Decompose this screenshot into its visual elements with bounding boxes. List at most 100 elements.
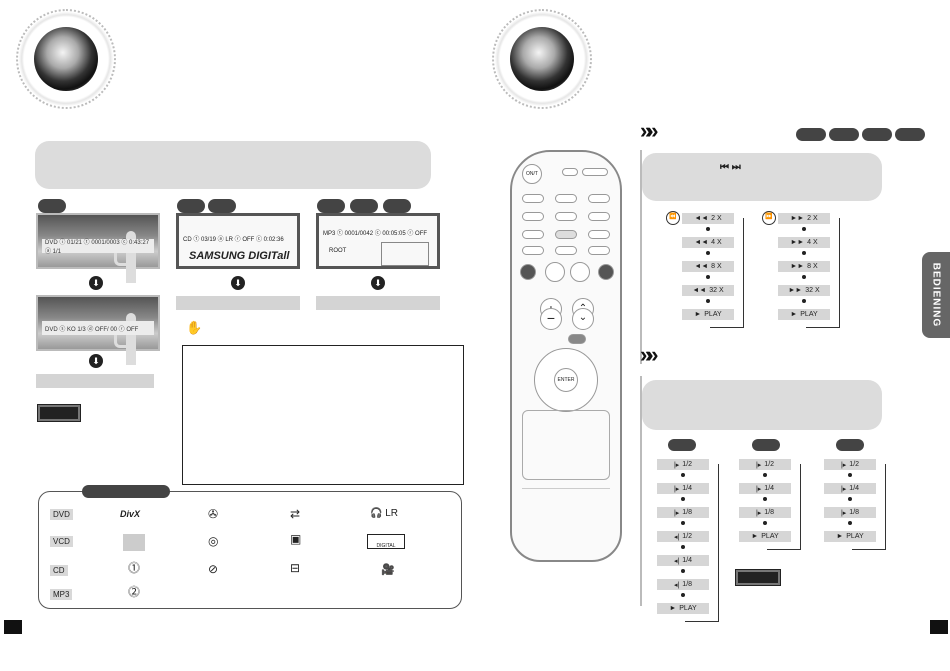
- legend-tag-mp3: MP3: [50, 589, 73, 600]
- play-icon: ►: [836, 533, 844, 540]
- rewind-speed-icon: ◄◄: [694, 263, 709, 270]
- slow1-step-label: 1/4: [682, 485, 693, 492]
- slow2-loop-line: [767, 464, 801, 550]
- remote-btn-row2-a[interactable]: [522, 212, 544, 221]
- slow3-speed-icon: |▸: [840, 509, 847, 517]
- slow1-speed-icon: |▸: [673, 461, 680, 469]
- stop-button[interactable]: [545, 262, 565, 282]
- forward-step: ►►2 X: [778, 213, 830, 224]
- remote-btn-row3-b[interactable]: [555, 230, 577, 239]
- rewind-step-label: 8 X: [711, 263, 722, 270]
- mp3-osd: MP3 ⓣ 0001/0042 ⓒ 00:05:05 ⓡ OFF: [323, 231, 428, 237]
- rewind-button[interactable]: [520, 264, 536, 280]
- slow3-step: |▸1/4: [824, 483, 876, 494]
- sequence-arrow-icon: [681, 545, 685, 549]
- slow1-step: |▸1/8: [657, 507, 709, 518]
- speaker-graphic-left: [12, 5, 120, 113]
- rewind-loop-line: [710, 218, 744, 328]
- remote-btn-row4-a[interactable]: [522, 246, 544, 255]
- remote-btn-row4-c[interactable]: [588, 246, 610, 255]
- repeat-icon: ⇄: [290, 507, 301, 521]
- slow2-speed-icon: |▸: [755, 485, 762, 493]
- down-arrow-icon: ⬇: [89, 276, 103, 290]
- subtitle-icon: ▣: [290, 532, 302, 546]
- mp3-file-list: [381, 242, 429, 266]
- sequence-arrow-icon: [681, 569, 685, 573]
- forward-step-label: PLAY: [800, 311, 818, 318]
- slow2-step-label: PLAY: [761, 533, 779, 540]
- note-box: [182, 345, 464, 485]
- title-lock-icon: ⓵: [128, 561, 141, 575]
- remote-btn-row4-b[interactable]: [555, 246, 577, 255]
- sequence-arrow-icon: [706, 251, 710, 255]
- enter-button[interactable]: ENTER: [554, 368, 578, 392]
- dvd-receiver-button[interactable]: [582, 168, 608, 176]
- vcd-badge: [177, 199, 205, 213]
- forward-loop-line: [806, 218, 840, 328]
- slow1-step-label: PLAY: [679, 605, 697, 612]
- slow2-step: ►PLAY: [739, 531, 791, 542]
- rewind-step: ◄◄4 X: [682, 237, 734, 248]
- remote-btn-row3-a[interactable]: [522, 230, 544, 239]
- remote-btn-row1-c[interactable]: [588, 194, 610, 203]
- slow2-step: |▸1/2: [739, 459, 791, 470]
- remote-btn-row2-c[interactable]: [588, 212, 610, 221]
- forward-speed-icon: ►►: [790, 239, 805, 246]
- dvd-osd-1: DVD ⓘ 01/21 ⓣ 0001/0003 ⓒ 0:43:27 ⓐ 1/1: [42, 239, 154, 255]
- forward-step-label: 2 X: [807, 215, 818, 222]
- remote-btn-row1-a[interactable]: [522, 194, 544, 203]
- tv-button[interactable]: [562, 168, 578, 176]
- page-number-left: [4, 620, 22, 634]
- sequence-arrow-icon: [848, 473, 852, 477]
- step-button[interactable]: [568, 334, 586, 344]
- volume-down-button[interactable]: −: [540, 308, 562, 330]
- slow1-step: ◂|1/2: [657, 531, 709, 542]
- power-label: ON/T: [526, 171, 538, 177]
- sequence-arrow-icon: [802, 251, 806, 255]
- speaker-graphic-right: [488, 5, 596, 113]
- slow1-speed-icon: |▸: [673, 485, 680, 493]
- slow1-step-label: 1/2: [682, 533, 693, 540]
- sequence-arrow-icon: [681, 473, 685, 477]
- sequence-arrow-icon: [848, 521, 852, 525]
- remote-grille: [522, 488, 610, 548]
- rewind-step: ◄◄8 X: [682, 261, 734, 272]
- cd-badge: [208, 199, 236, 213]
- rewind-speed-icon: ◄◄: [692, 287, 707, 294]
- forward-button[interactable]: [598, 264, 614, 280]
- rewind-speed-icon: ◄◄: [694, 239, 709, 246]
- forward-step-label: 8 X: [807, 263, 818, 270]
- slow1-speed-icon: ◂|: [673, 557, 680, 565]
- slow2-step: |▸1/8: [739, 507, 791, 518]
- forward-step: ►PLAY: [778, 309, 830, 320]
- remote-btn-row2-b[interactable]: [555, 212, 577, 221]
- tuning-down-button[interactable]: ⌄: [572, 308, 594, 330]
- forward-speed-icon: ►►: [790, 215, 805, 222]
- remote-btn-row1-b[interactable]: [555, 194, 577, 203]
- rewind-step: ►PLAY: [682, 309, 734, 320]
- play-pause-button[interactable]: [570, 262, 590, 282]
- page-number-right: [930, 620, 948, 634]
- digital-label: DIGITAL: [376, 543, 396, 549]
- forward-step: ►►8 X: [778, 261, 830, 272]
- slow-badge-3: [836, 439, 864, 451]
- forward-step: ►►32 X: [778, 285, 830, 296]
- sequence-arrow-icon: [763, 497, 767, 501]
- legend-tag-vcd: VCD: [50, 536, 73, 547]
- slow1-step: |▸1/4: [657, 483, 709, 494]
- display-icon: ⊟: [290, 561, 301, 575]
- search-section-line: [640, 150, 642, 364]
- slow1-step: ◂|1/4: [657, 555, 709, 566]
- rewind-icon: ⏪: [666, 211, 680, 225]
- power-button[interactable]: ON/T: [522, 164, 542, 184]
- rewind-step: ◄◄2 X: [682, 213, 734, 224]
- remote-btn-row3-c[interactable]: [588, 230, 610, 239]
- mp3-badge-2: [350, 199, 378, 213]
- slow3-speed-icon: |▸: [840, 461, 847, 469]
- mp3-screen: MP3 ⓣ 0001/0042 ⓒ 00:05:05 ⓡ OFF ROOT: [316, 213, 440, 269]
- disc-badge-2: [829, 128, 859, 141]
- slow1-step-label: 1/4: [682, 557, 693, 564]
- track-icon: ◎: [208, 534, 219, 548]
- enter-label: ENTER: [557, 377, 575, 383]
- sequence-arrow-icon: [848, 497, 852, 501]
